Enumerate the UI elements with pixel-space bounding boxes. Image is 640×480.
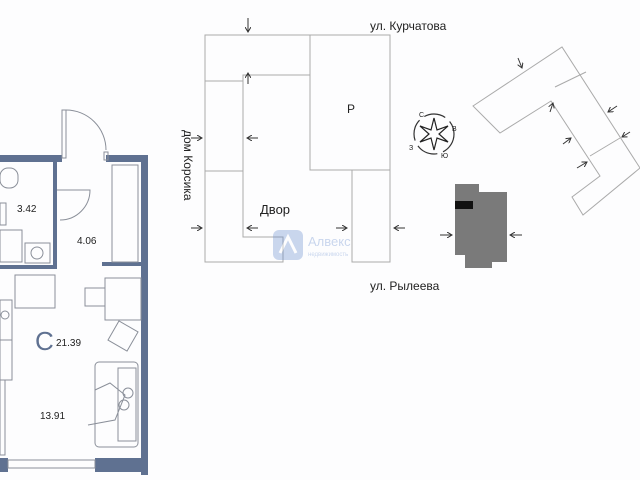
- building-entrance-mark: [455, 201, 473, 209]
- building-label-left: дом Корсика: [181, 130, 195, 201]
- courtyard-label: Двор: [260, 202, 290, 217]
- neighbor-building: [455, 184, 507, 268]
- walls: [0, 155, 148, 475]
- street-label-top: ул. Курчатова: [370, 19, 447, 33]
- watermark-logo-icon: [273, 230, 303, 260]
- entrance-arrows: [191, 18, 631, 235]
- compass-w: З: [409, 145, 413, 152]
- compass-e: В: [452, 126, 457, 133]
- apartment-type-letter: С: [35, 326, 54, 356]
- compass-s: Ю: [441, 153, 448, 160]
- floor-plan: 3.42 4.06 С 21.39 13.91: [0, 109, 148, 475]
- site-plan: ул. Курчатова ул. Рылеева дом Корсика Дв…: [181, 18, 640, 293]
- parking-label: Р: [347, 102, 355, 116]
- total-area: 21.39: [56, 338, 81, 349]
- living-area: 13.91: [40, 411, 65, 422]
- watermark-sub: недвижимость: [308, 252, 348, 258]
- watermark-brand: Алвекс: [308, 234, 351, 249]
- watermark: Алвекс недвижимость: [273, 230, 351, 260]
- fixtures: [0, 109, 142, 469]
- hallway-area: 4.06: [77, 236, 97, 247]
- site-buildings: [204, 34, 640, 263]
- bathroom-area: 3.42: [17, 204, 37, 215]
- compass-n: С: [419, 112, 424, 119]
- street-label-bottom: ул. Рылеева: [370, 279, 440, 293]
- compass-rose-icon: С В Ю З: [409, 112, 457, 160]
